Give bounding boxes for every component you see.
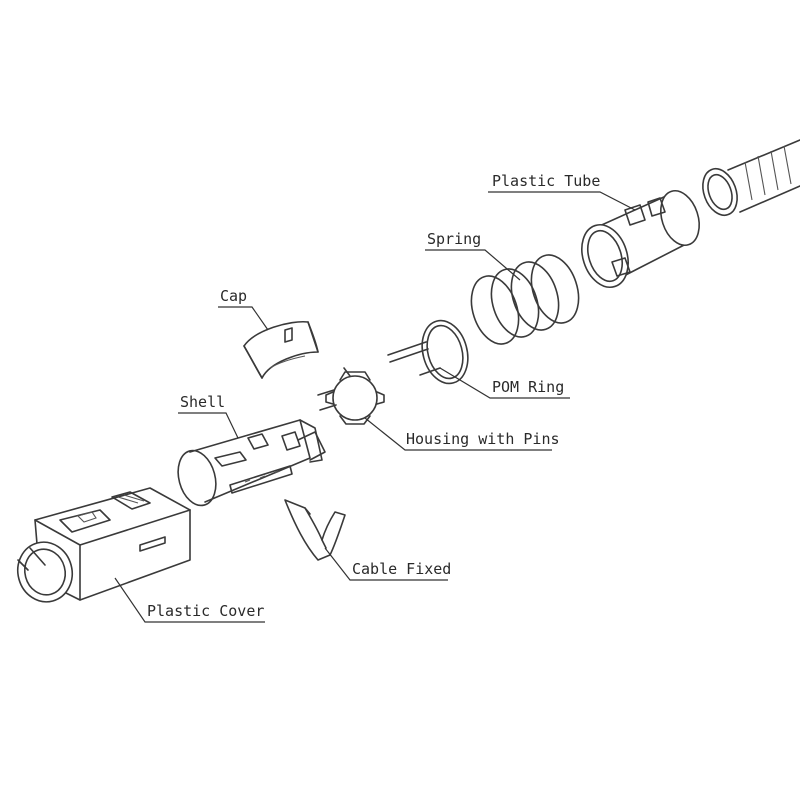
label-cap: Cap <box>220 287 247 305</box>
leader-cap <box>218 306 269 331</box>
label-pom-ring: POM Ring <box>492 378 564 396</box>
spring-part <box>470 254 580 345</box>
leader-housing <box>364 417 552 451</box>
label-housing-with-pins: Housing with Pins <box>406 430 560 448</box>
label-plastic-cover: Plastic Cover <box>147 602 264 620</box>
leader-plastic-tube <box>488 191 636 211</box>
housing-with-pins-part <box>317 367 385 425</box>
plastic-cover-part <box>16 487 191 603</box>
label-cable-fixed: Cable Fixed <box>352 560 451 578</box>
cap-part <box>243 320 319 379</box>
label-shell: Shell <box>180 393 225 411</box>
label-spring: Spring <box>427 230 481 248</box>
cable-end-part <box>702 139 800 217</box>
label-plastic-tube: Plastic Tube <box>492 172 600 190</box>
leader-spring <box>425 249 521 281</box>
leader-plastic-cover <box>114 577 265 623</box>
leader-pom-ring <box>439 367 570 399</box>
cable-fixed-part <box>284 499 346 561</box>
leader-shell <box>178 412 239 439</box>
shell-part <box>177 419 326 507</box>
pom-ring-part <box>387 319 469 385</box>
plastic-tube-part <box>581 189 700 288</box>
leader-cable-fixed <box>324 547 448 581</box>
